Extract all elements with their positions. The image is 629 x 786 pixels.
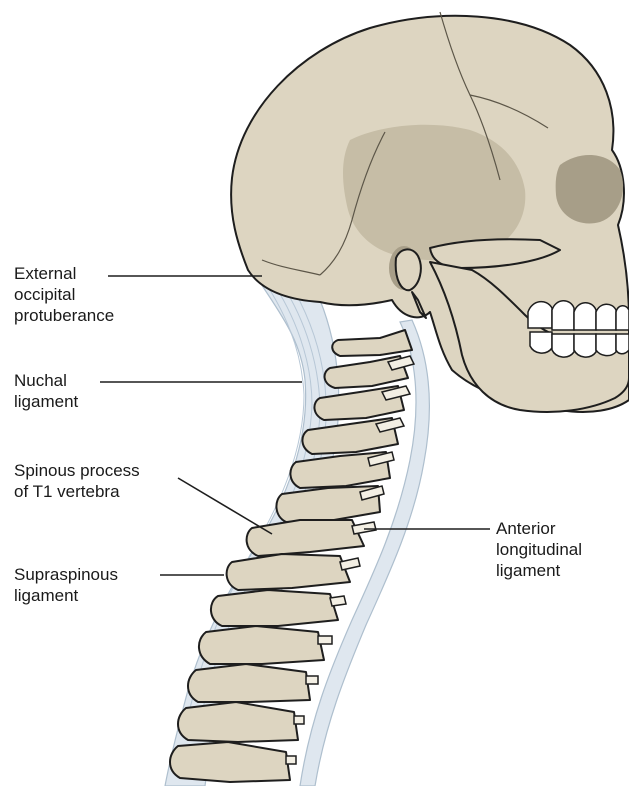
label-line: longitudinal [496, 539, 582, 560]
label-line: Nuchal [14, 370, 78, 391]
label-line: protuberance [14, 305, 114, 326]
label-anterior-longitudinal-ligament: Anterior longitudinal ligament [496, 518, 582, 581]
leader-spinous-process-t1 [178, 478, 272, 534]
label-supraspinous-ligament: Supraspinous ligament [14, 564, 118, 606]
label-nuchal-ligament: Nuchal ligament [14, 370, 78, 412]
label-line: External [14, 263, 114, 284]
label-line: Anterior [496, 518, 582, 539]
label-line: Supraspinous [14, 564, 118, 585]
label-line: ligament [14, 391, 78, 412]
label-line: ligament [14, 585, 118, 606]
label-line: Spinous process [14, 460, 140, 481]
label-external-occipital-protuberance: External occipital protuberance [14, 263, 114, 326]
label-line: of T1 vertebra [14, 481, 140, 502]
label-line: ligament [496, 560, 582, 581]
vertebral-column [170, 330, 414, 782]
label-spinous-process-t1: Spinous process of T1 vertebra [14, 460, 140, 502]
label-line: occipital [14, 284, 114, 305]
